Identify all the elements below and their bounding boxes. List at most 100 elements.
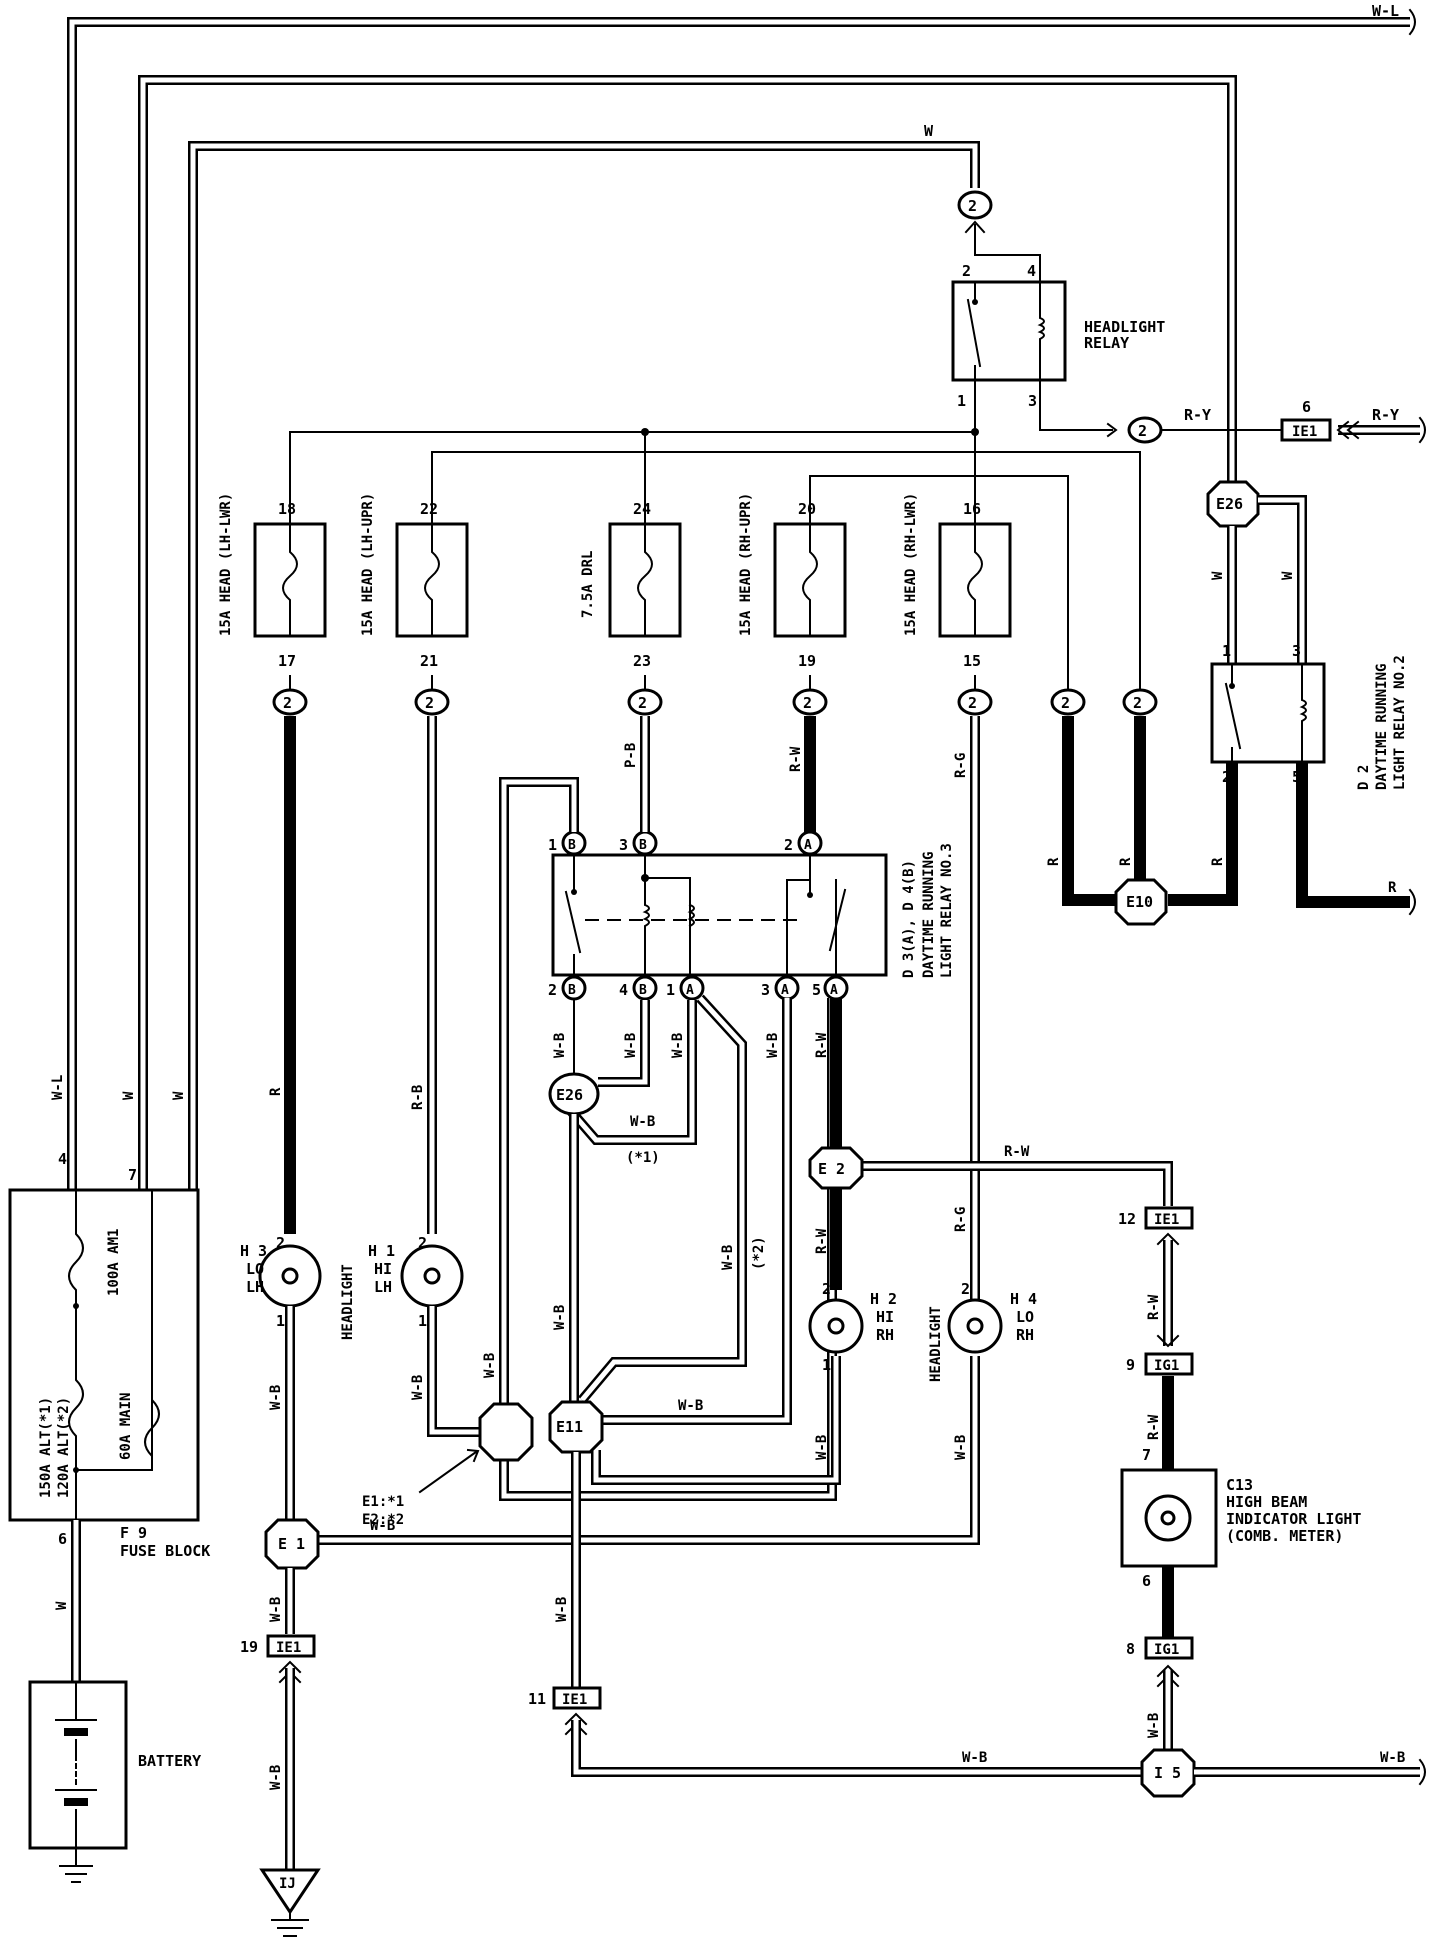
wire-w-relay [188,141,980,1190]
wire-label-rw-5a: R-W [814,1032,830,1058]
svg-text:7: 7 [1142,1446,1151,1464]
connector-2-fuse19: 2 [792,675,828,716]
wire-label-wb-bottom: W-B [962,1750,987,1766]
c13-code: C13 [1226,1476,1253,1494]
svg-text:B: B [639,838,647,853]
connector-ie1-top: IE1 [1280,418,1332,442]
fuse-120a: 120A ALT(*2) [56,1397,72,1498]
bus-node-relay [971,428,979,436]
battery-symbol [28,1680,128,1850]
wire-w-e26 [138,75,1237,1190]
drl3-bottom-pin-4B: B 4 [619,975,658,1001]
svg-text:2: 2 [961,1280,970,1298]
drl3-internals [564,853,847,977]
svg-text:2: 2 [968,694,977,712]
junction-e10: E10 [1114,878,1168,926]
connector-2-relay-top: 2 [957,190,993,220]
wire-label-wb-e1-down: W-B [268,1597,284,1622]
wire-label-wb-e1: W-B [370,1518,395,1534]
wire-label-wl-fb: W-L [50,1075,66,1100]
wire-label-wb-ij: W-B [268,1765,284,1790]
wire-label-rg-1: R-G [953,753,969,778]
drl-relay2-box [1210,662,1326,764]
wire-label-w-bat: W [54,1601,70,1610]
svg-text:H 1: H 1 [368,1242,395,1260]
svg-text:LH: LH [246,1278,264,1296]
svg-text:E 2: E 2 [818,1160,845,1178]
wire-wb-h4-e1 [316,1356,980,1545]
relay-pin-4: 4 [1027,262,1036,280]
wire-label-rw-e2: R-W [1004,1144,1030,1160]
junction-i5: I 5 [1140,1748,1196,1798]
battery-label: BATTERY [138,1752,201,1770]
connector-2-fuse17: 2 [272,675,308,716]
fuse-block-title: FUSE BLOCK [120,1542,210,1560]
indicator-c13: 7 6 [1120,1446,1218,1590]
fuse-block-box [8,1188,200,1522]
headlight-h1: 2 1 H 1 HI LH [368,1234,464,1330]
wire-label-w-e26b: W [1280,571,1296,580]
svg-text:E11: E11 [556,1418,583,1436]
c13-l3: (COMB. METER) [1226,1527,1343,1545]
relay-arrow [964,220,986,239]
ie1-12-pin: 12 [1118,1210,1136,1228]
wire-label-wb-3: W-B [670,1033,686,1058]
svg-text:H 2: H 2 [870,1290,897,1308]
ie1-12-arrow-down [1156,1334,1180,1348]
wire-label-r-lh: R [268,1087,284,1096]
svg-text:3: 3 [761,981,770,999]
svg-text:17: 17 [278,652,296,670]
drl3-top-pin-3B: B 3 [619,830,658,856]
e1e2-pointer [418,1448,480,1494]
wire-break-r [1408,888,1416,916]
connector-ig1-9: IG1 [1144,1352,1194,1376]
wire-label-wb-6: W-B [765,1033,781,1058]
wire-label-wb-right: W-B [1380,1750,1405,1766]
connector-2-e10-b: 2 [1122,688,1158,716]
junction-e11: E11 [548,1400,604,1454]
drl3-title-2: LIGHT RELAY NO.3 [939,843,955,978]
connector-2-fuse21: 2 [414,675,450,716]
svg-text:LO: LO [246,1260,264,1278]
svg-text:15A HEAD (RH-LWR): 15A HEAD (RH-LWR) [903,493,919,636]
svg-text:4: 4 [619,981,628,999]
drl3-title-1: DAYTIME RUNNING [921,852,937,978]
svg-text:2: 2 [638,694,647,712]
wire-label-wb-h1: W-B [410,1375,426,1400]
ie1-12-arrow-up [1156,1232,1180,1246]
wire-label-rw-ind: R-W [1146,1294,1162,1320]
connector-2-ry: 2 [1127,416,1163,444]
ig1-8-pin: 8 [1126,1640,1135,1658]
svg-text:HI: HI [374,1260,392,1278]
wire-label-wb-2: W-B [623,1033,639,1058]
junction-e1-e2 [478,1402,534,1462]
note-star2: (*2) [751,1236,767,1270]
ground-ij: IJ [259,1868,321,1937]
fuse-22: 22 21 15A HEAD (LH-UPR) [360,493,469,670]
svg-text:IE1: IE1 [562,1692,587,1708]
fuse-24: 24 23 7.5A DRL [580,500,682,670]
wire-label-r-b: R [1118,857,1134,866]
fuse-20: 20 19 15A HEAD (RH-UPR) [738,493,847,670]
drl2-title-2: LIGHT RELAY NO.2 [1392,655,1408,790]
drl3-top-pin-1B: B 1 [548,830,587,856]
svg-text:A: A [781,983,789,998]
svg-text:2: 2 [803,694,812,712]
svg-text:22: 22 [420,500,438,518]
svg-text:2: 2 [1138,422,1147,440]
wire-label-r-right: R [1388,880,1397,896]
wire-break-wl [1408,8,1416,36]
drl3-top-pin-2A: A 2 [784,830,823,856]
wire-label-w-top: W [924,122,934,140]
junction-e2: E 2 [808,1146,1173,1206]
ground-battery [59,1847,93,1883]
relay-coil [1037,281,1045,381]
ig1-9-pin: 9 [1126,1356,1135,1374]
wire-label-wb-i5: W-B [1146,1713,1162,1738]
wire-label-wb-e1e2: W-B [482,1353,498,1378]
svg-text:1: 1 [418,1312,427,1330]
fuse-block-pin-4: 4 [58,1150,67,1168]
wire-label-rw-c13: R-W [1146,1414,1162,1440]
svg-text:B: B [568,983,576,998]
